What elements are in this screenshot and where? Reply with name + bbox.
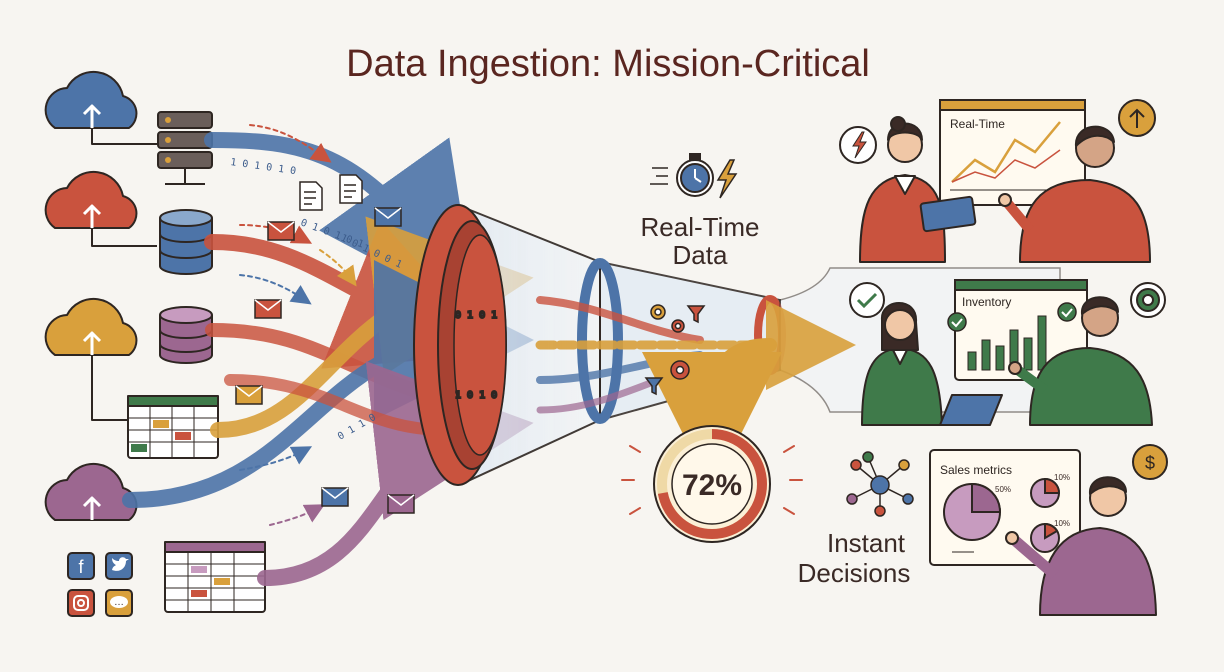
chat-icon: … <box>105 589 133 617</box>
progress-feed <box>642 338 782 492</box>
flow-arrow <box>239 224 313 244</box>
flow-arrow <box>249 124 332 163</box>
envelope-icon <box>321 487 349 507</box>
cloud-icon <box>44 170 157 247</box>
analyst-man <box>998 125 1151 263</box>
diagram-title: Data Ingestion: Mission-Critical <box>346 43 870 85</box>
svg-text:…: … <box>114 597 124 608</box>
sales-panel-title: Sales metrics <box>940 463 1012 477</box>
check-icon <box>947 312 967 332</box>
svg-text:$: $ <box>1145 453 1155 473</box>
database-icon <box>159 306 213 364</box>
chart-bar <box>981 339 991 371</box>
analyst-woman-laptop <box>861 302 1003 426</box>
inventory-panel <box>954 279 1088 381</box>
document-icon <box>339 174 363 204</box>
decisions-label-line2: Decisions <box>798 558 911 588</box>
inventory-panel-title: Inventory <box>962 295 1011 309</box>
chart-bar <box>1037 315 1047 371</box>
analyst-man-green <box>1008 296 1153 426</box>
server-icon <box>157 111 213 185</box>
decisions-label-line1: Instant <box>827 528 906 558</box>
envelope-icon <box>254 299 282 319</box>
flow-arrow <box>239 274 312 305</box>
pie-small1-percent: 10% <box>1054 473 1070 482</box>
target-icon <box>1130 282 1166 318</box>
lightning-icon <box>839 126 877 164</box>
instagram-icon <box>67 589 95 617</box>
analyst-man-purple <box>1005 476 1157 616</box>
spreadsheet-icon <box>164 541 266 613</box>
check-icon <box>1057 302 1077 322</box>
chart-bar <box>967 351 977 371</box>
progress-percent: 72% <box>682 469 742 502</box>
binary-text: 1 0 1 0 1 0 <box>230 157 297 177</box>
document-icon <box>299 181 323 211</box>
binary-text: 0 1 0 1 <box>455 310 497 321</box>
binary-text: 1 0 1 0 <box>455 390 497 401</box>
flow-arrow <box>319 249 357 287</box>
flow-arrow <box>269 504 326 526</box>
spreadsheet-icon <box>127 395 219 459</box>
twitter-icon <box>105 552 133 580</box>
network-icon <box>846 451 914 517</box>
processing-gauge: 72% <box>653 425 771 543</box>
pie-small2-percent: 10% <box>1054 519 1070 528</box>
gear-icon <box>670 360 690 380</box>
envelope-icon <box>235 385 263 405</box>
cloud-icon <box>44 70 157 145</box>
chart-bar <box>1023 337 1033 371</box>
dollar-icon: $ <box>1132 444 1168 480</box>
pie-main-percent: 50% <box>995 485 1011 494</box>
database-icon <box>159 209 213 275</box>
progress-ring <box>657 429 767 539</box>
envelope-icon <box>387 494 415 514</box>
gear-icon <box>671 319 685 333</box>
analyst-woman <box>859 116 977 263</box>
stopwatch-icon <box>650 153 714 197</box>
realtime-label-line1: Real-Time <box>641 212 760 242</box>
stream-red-curve <box>224 374 451 436</box>
envelope-icon <box>374 207 402 227</box>
sources-group: f … <box>44 70 266 617</box>
svg-text:f: f <box>78 557 84 577</box>
flow-arrow <box>239 446 313 471</box>
envelope-icon <box>267 221 295 241</box>
gear-icon <box>650 304 666 320</box>
cloud-icon <box>44 297 138 421</box>
sales-panel <box>929 449 1081 566</box>
check-icon <box>849 282 885 318</box>
facebook-icon: f <box>67 552 95 580</box>
realtime-label-line2: Data <box>673 240 728 270</box>
lightning-icon <box>716 159 738 199</box>
trend-line <box>951 121 1061 183</box>
chart-bar <box>995 345 1005 371</box>
cloud-icon <box>44 462 138 521</box>
filter-icon <box>686 305 706 324</box>
arrow-up-icon <box>1118 99 1156 137</box>
filter-icon <box>644 377 664 396</box>
binary-text: 1 0 1 0 0 1 <box>339 233 404 271</box>
sparkle-lines <box>621 445 803 515</box>
realtime-panel-title: Real-Time <box>950 117 1005 131</box>
